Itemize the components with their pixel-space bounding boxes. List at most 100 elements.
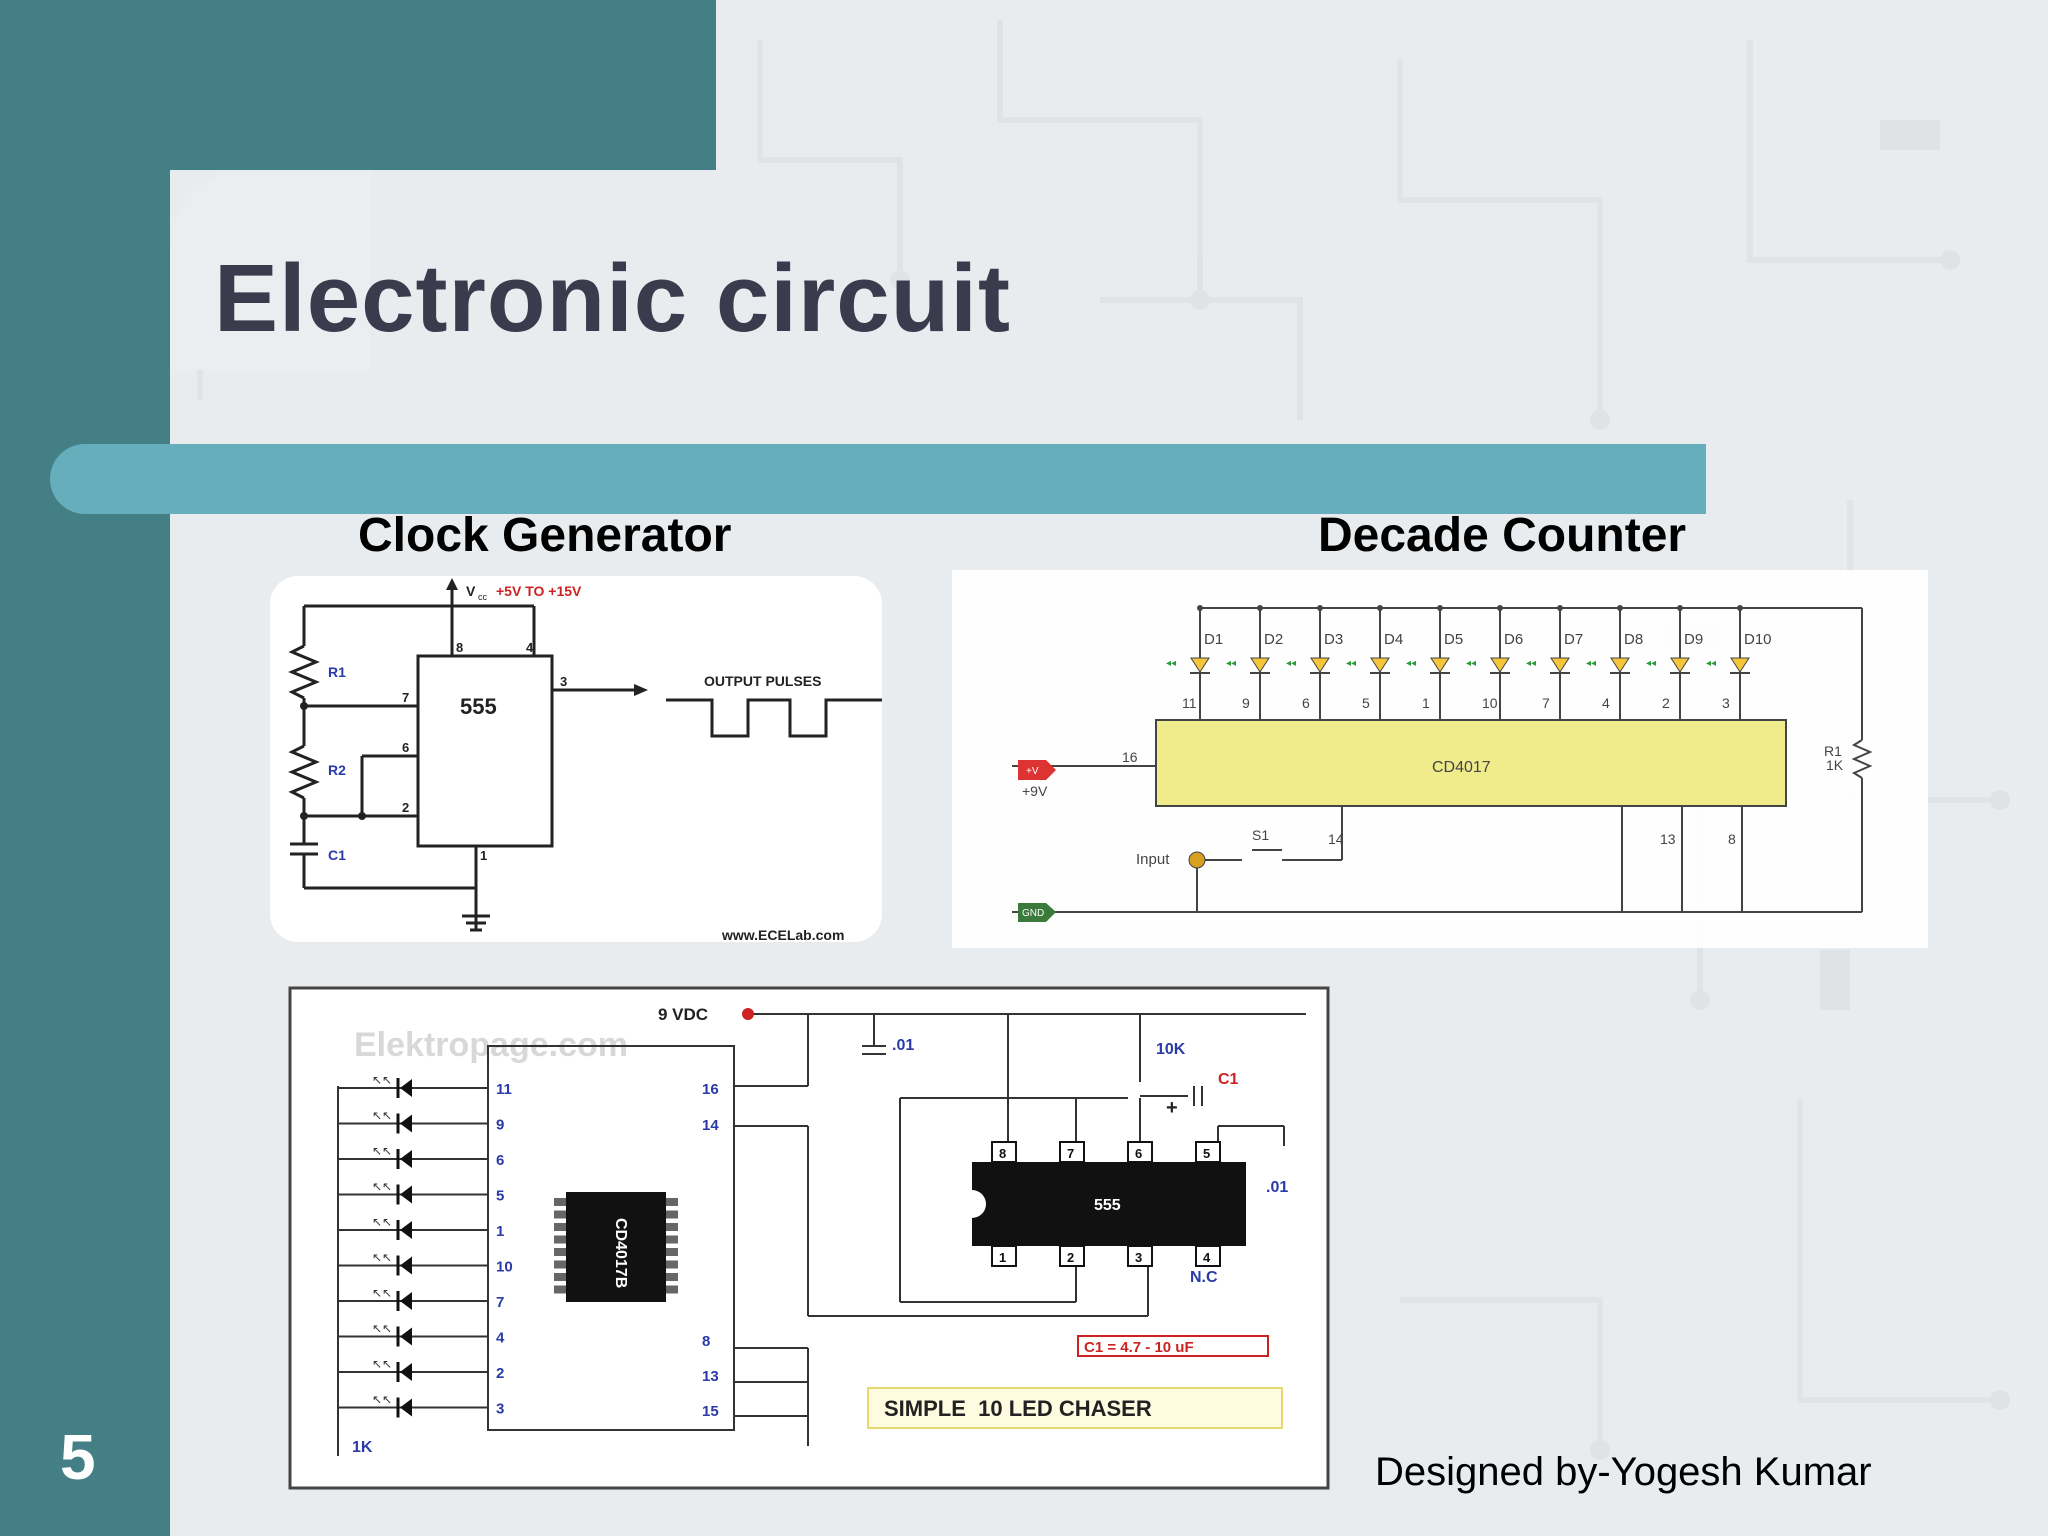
clock-generator-diagram: 555 V cc +5V TO +15V R1 R2 C1 8 4 7 6 2 … bbox=[270, 576, 882, 943]
chip-pin-label: 5 bbox=[1203, 1146, 1210, 1161]
chip-pin bbox=[666, 1235, 678, 1244]
output-pin-label: 4 bbox=[1602, 695, 1610, 711]
chip-pin-label: 4 bbox=[1203, 1250, 1211, 1265]
chip-pin bbox=[554, 1285, 566, 1294]
pin-14-label: 14 bbox=[1328, 831, 1344, 847]
junction-dot bbox=[1197, 605, 1203, 611]
ecelab-watermark: www.ECELab.com bbox=[721, 927, 844, 943]
led-emission-arrows: ◂◂ bbox=[1406, 658, 1416, 669]
s1-label: S1 bbox=[1252, 827, 1269, 843]
led-emission-arrows: ↖↖ bbox=[372, 1393, 392, 1407]
c1-label: C1 bbox=[328, 847, 346, 863]
led-emission-arrows: ◂◂ bbox=[1166, 658, 1176, 669]
pin-6-label: 6 bbox=[402, 740, 409, 755]
chip-pin bbox=[554, 1223, 566, 1231]
left-pin-label: 3 bbox=[496, 1401, 504, 1418]
diode-label: D1 bbox=[1204, 631, 1223, 648]
cd4017-label: CD4017 bbox=[1432, 759, 1491, 776]
chip-pin-label: 7 bbox=[1067, 1146, 1074, 1161]
diode-label: D6 bbox=[1504, 631, 1523, 648]
led-diode-icon bbox=[1730, 657, 1750, 673]
r1-value-label: 1K bbox=[1826, 757, 1844, 773]
chaser-led-column: ↖↖↖↖↖↖↖↖↖↖↖↖↖↖↖↖↖↖↖↖ bbox=[338, 1073, 488, 1418]
chip-pin-label: 8 bbox=[999, 1146, 1006, 1161]
left-pin-label: 4 bbox=[496, 1330, 505, 1347]
chip-pin bbox=[1127, 1245, 1153, 1267]
right-pin-label: 14 bbox=[702, 1117, 719, 1134]
content-panel-corner bbox=[170, 170, 370, 370]
led-emission-arrows: ◂◂ bbox=[1526, 658, 1536, 669]
led-diode-icon bbox=[1550, 657, 1570, 673]
chip-pin bbox=[554, 1235, 566, 1244]
junction-dot bbox=[1437, 605, 1443, 611]
led-diode-icon bbox=[1430, 657, 1450, 673]
left-pin-label: 6 bbox=[496, 1152, 504, 1169]
chip-pin bbox=[1195, 1245, 1221, 1267]
vcc-subscript: cc bbox=[478, 592, 488, 602]
clock-generator-heading: Clock Generator bbox=[358, 509, 732, 562]
chip-pin bbox=[666, 1260, 678, 1269]
led-diode-icon bbox=[400, 1114, 412, 1133]
chip-pin-label: 6 bbox=[1135, 1146, 1142, 1161]
left-pin-label: 2 bbox=[496, 1365, 504, 1382]
cap-01-top-label: .01 bbox=[892, 1037, 914, 1054]
chip-pin bbox=[554, 1210, 566, 1219]
chip-555-label: 555 bbox=[460, 694, 497, 719]
chip-pin bbox=[666, 1223, 678, 1231]
led-diode-icon bbox=[1310, 657, 1330, 673]
diode-label: D8 bbox=[1624, 631, 1643, 648]
chip-pin bbox=[1127, 1141, 1153, 1163]
led-emission-arrows: ◂◂ bbox=[1706, 658, 1716, 669]
led-column-group: ◂◂D1119◂◂D298◂◂D367◂◂D456◂◂D515◂◂D6104◂◂… bbox=[1166, 605, 1772, 737]
led-emission-arrows: ◂◂ bbox=[1466, 658, 1476, 669]
r1-label: R1 bbox=[328, 664, 346, 680]
c1-value-label: C1 = 4.7 - 10 uF bbox=[1084, 1339, 1194, 1356]
right-pin-label: 8 bbox=[702, 1333, 710, 1350]
chip-555-label: 555 bbox=[1094, 1197, 1121, 1214]
diode-label: D10 bbox=[1744, 631, 1772, 648]
supply-tag: +V bbox=[1026, 766, 1039, 777]
pin-7-label: 7 bbox=[402, 690, 409, 705]
pin-8-label: 8 bbox=[1728, 831, 1736, 847]
junction-dot bbox=[1497, 605, 1503, 611]
led-emission-arrows: ↖↖ bbox=[372, 1073, 392, 1087]
gnd-tag: GND bbox=[1022, 908, 1044, 919]
led-diode-icon bbox=[1190, 657, 1210, 673]
c1-top-label: C1 bbox=[1218, 1071, 1239, 1088]
chip-pin bbox=[554, 1273, 566, 1281]
diode-label: D3 bbox=[1324, 631, 1343, 648]
led-diode-icon bbox=[400, 1221, 412, 1239]
led-emission-arrows: ◂◂ bbox=[1346, 658, 1356, 669]
cd4017b-label: CD4017B bbox=[612, 1218, 629, 1288]
right-pin-label: 13 bbox=[702, 1368, 719, 1385]
led-diode-icon bbox=[1610, 657, 1630, 673]
output-pin-label: 1 bbox=[1422, 695, 1430, 711]
led-emission-arrows: ↖↖ bbox=[372, 1180, 392, 1194]
nc-label: N.C bbox=[1190, 1269, 1218, 1286]
output-pin-label: 7 bbox=[1542, 695, 1550, 711]
supply-range-label: +5V TO +15V bbox=[496, 583, 582, 599]
led-diode-icon bbox=[400, 1398, 412, 1417]
chaser-caption: SIMPLE 10 LED CHASER bbox=[884, 1396, 1152, 1421]
left-accent-band bbox=[0, 0, 170, 1536]
chip-pin bbox=[1059, 1245, 1085, 1267]
left-pin-label: 10 bbox=[496, 1259, 513, 1276]
output-pin-label: 9 bbox=[1242, 695, 1250, 711]
led-diode-icon bbox=[400, 1256, 412, 1275]
output-pin-label: 6 bbox=[1302, 695, 1310, 711]
title-divider-bar bbox=[50, 444, 1706, 514]
led-emission-arrows: ◂◂ bbox=[1646, 658, 1656, 669]
led-emission-arrows: ↖↖ bbox=[372, 1251, 392, 1265]
diode-label: D7 bbox=[1564, 631, 1583, 648]
led-diode-icon bbox=[400, 1292, 412, 1310]
chip-pin-label: 1 bbox=[999, 1250, 1006, 1265]
led-emission-arrows: ◂◂ bbox=[1286, 658, 1296, 669]
chip-pin-label: 2 bbox=[1067, 1250, 1074, 1265]
output-pin-label: 3 bbox=[1722, 695, 1730, 711]
pin-1-label: 1 bbox=[480, 848, 487, 863]
plus-label: + bbox=[1166, 1097, 1178, 1119]
chip-pin bbox=[1195, 1141, 1221, 1163]
diode-label: D2 bbox=[1264, 631, 1283, 648]
